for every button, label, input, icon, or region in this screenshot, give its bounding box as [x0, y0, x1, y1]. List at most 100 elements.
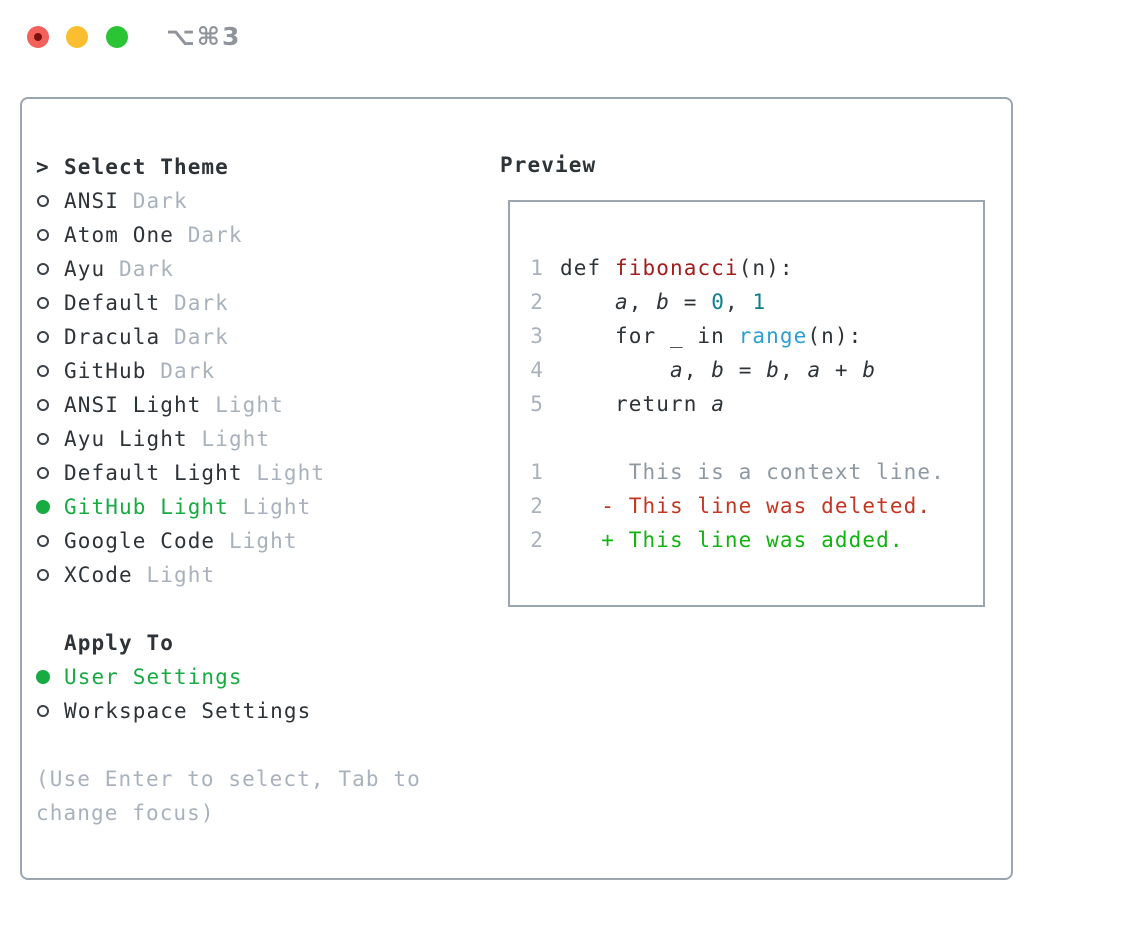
line-number: 5 [530, 392, 544, 416]
code-line: 3 for _ in range(n): [530, 319, 945, 353]
token-var: b [766, 358, 780, 382]
theme-list-title: Select Theme [64, 155, 229, 179]
token-var: b [711, 358, 725, 382]
token-add: + This line was added. [560, 528, 904, 552]
theme-option-default[interactable]: Default Dark [36, 286, 421, 320]
theme-variant-badge: Light [242, 495, 312, 519]
apply-option-user-settings[interactable]: User Settings [36, 660, 421, 694]
apply-option-label: User Settings [64, 665, 243, 689]
token-code: return [560, 392, 712, 416]
theme-variant-badge: Light [228, 529, 298, 553]
token-code: = [669, 290, 712, 314]
code-line: 5 return a [530, 387, 945, 421]
theme-option-ayu[interactable]: Ayu Dark [36, 252, 421, 286]
line-number: 2 [530, 290, 544, 314]
code-text: This is a context line. [560, 460, 945, 484]
token-code: , [779, 358, 808, 382]
theme-option-ansi-light[interactable]: ANSI Light Light [36, 388, 421, 422]
theme-option-label: GitHub Dark [64, 359, 215, 383]
line-number: 1 [530, 460, 544, 484]
keyboard-hint-line: (Use Enter to select, Tab to [36, 767, 421, 791]
theme-name: Dracula [64, 325, 161, 349]
code-line: 4 a, b = b, a + b [530, 353, 945, 387]
zoom-button[interactable] [106, 26, 128, 48]
theme-name: Ayu [64, 257, 106, 281]
theme-option-label: Atom One Dark [64, 223, 243, 247]
radio-icon [36, 195, 64, 207]
code-text: a, b = 0, 1 [560, 290, 766, 314]
theme-option-dracula[interactable]: Dracula Dark [36, 320, 421, 354]
code-text: - This line was deleted. [560, 494, 931, 518]
code-line: 2 + This line was added. [530, 523, 945, 557]
theme-option-github-light[interactable]: GitHub Light Light [36, 490, 421, 524]
radio-icon [36, 331, 64, 343]
theme-option-google-code[interactable]: Google Code Light [36, 524, 421, 558]
theme-option-atom-one[interactable]: Atom One Dark [36, 218, 421, 252]
theme-variant-badge: Dark [132, 189, 188, 213]
radio-icon [36, 569, 64, 581]
theme-name: Ayu Light [64, 427, 188, 451]
theme-variant-badge: Light [256, 461, 326, 485]
token-code: = [724, 358, 767, 382]
token-var: b [862, 358, 877, 382]
theme-option-default-light[interactable]: Default Light Light [36, 456, 421, 490]
radio-icon [36, 365, 64, 377]
theme-variant-badge: Dark [118, 257, 174, 281]
keyboard-hint-line: change focus) [36, 801, 215, 825]
line-number: 2 [530, 494, 544, 518]
theme-variant-badge: Light [146, 563, 216, 587]
theme-name: Google Code [64, 529, 216, 553]
theme-option-label: GitHub Light Light [64, 495, 311, 519]
theme-option-label: XCode Light [64, 563, 215, 587]
token-var: a [711, 392, 725, 416]
theme-option-github[interactable]: GitHub Dark [36, 354, 421, 388]
theme-option-ayu-light[interactable]: Ayu Light Light [36, 422, 421, 456]
theme-name: Default Light [64, 461, 243, 485]
radio-icon [36, 535, 64, 547]
theme-variant-badge: Dark [187, 223, 243, 247]
theme-variant-badge: Dark [160, 359, 216, 383]
code-line: 1 This is a context line. [530, 455, 945, 489]
theme-variant-badge: Light [215, 393, 284, 417]
code-line: 2 - This line was deleted. [530, 489, 945, 523]
close-button[interactable] [27, 26, 49, 48]
code-text: def fibonacci(n): [560, 256, 794, 280]
theme-name: ANSI [64, 189, 119, 213]
token-num: 1 [752, 290, 767, 314]
token-code: + [821, 358, 863, 382]
theme-name: ANSI Light [64, 393, 202, 417]
theme-option-label: Default Light Light [64, 461, 325, 485]
token-code: for _ in [560, 324, 739, 348]
apply-option-workspace-settings[interactable]: Workspace Settings [36, 694, 421, 728]
radio-selected-icon [36, 670, 64, 684]
radio-selected-icon [36, 500, 64, 514]
minimize-button[interactable] [66, 26, 88, 48]
theme-option-xcode[interactable]: XCode Light [36, 558, 421, 592]
code-text: + This line was added. [560, 528, 904, 552]
preview-heading: Preview [500, 153, 597, 177]
code-line: 2 a, b = 0, 1 [530, 285, 945, 319]
token-code: , [683, 358, 712, 382]
theme-name: XCode [64, 563, 133, 587]
token-code [560, 358, 670, 382]
focus-prompt: > [36, 155, 50, 179]
token-code: def [560, 256, 615, 280]
theme-option-label: Default Dark [64, 291, 229, 315]
code-text: a, b = b, a + b [560, 358, 876, 382]
token-func: fibonacci [614, 256, 739, 280]
window-title: ⌥⌘3 [166, 22, 242, 51]
theme-option-ansi[interactable]: ANSI Dark [36, 184, 421, 218]
radio-icon [36, 467, 64, 479]
theme-name: GitHub Light [64, 495, 229, 519]
token-code [560, 290, 615, 314]
close-dot-icon [34, 33, 42, 41]
apply-option-label: Workspace Settings [64, 699, 312, 723]
theme-option-label: Google Code Light [64, 529, 298, 553]
radio-icon [36, 705, 64, 717]
token-code: (n): [807, 324, 863, 348]
